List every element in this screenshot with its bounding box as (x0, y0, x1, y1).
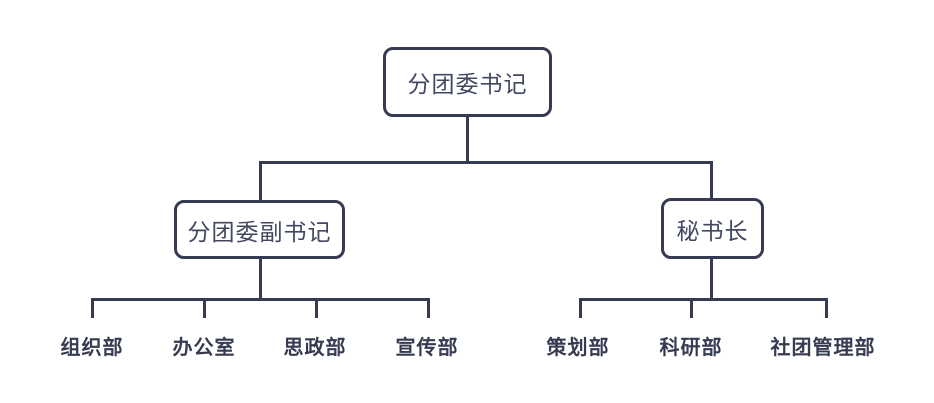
connector-tick-organization-dept (91, 298, 94, 318)
connector-tick-club-management-dept (825, 298, 828, 318)
org-node-secretary-label: 分团委书记 (407, 71, 528, 97)
connector-right-subtree-stem (710, 259, 713, 300)
connector-tick-office (203, 298, 206, 318)
connector-tick-ideology-dept (315, 298, 318, 318)
org-node-secretary-general: 秘书长 (661, 198, 764, 259)
org-node-deputy-secretary-label: 分团委副书记 (187, 218, 332, 245)
org-leaf-publicity-dept: 宣传部 (395, 337, 459, 359)
connector-tick-planning-dept (579, 298, 582, 318)
org-node-deputy-secretary: 分团委副书记 (174, 200, 345, 259)
connector-left-subtree-horizontal (91, 298, 430, 301)
connector-level1-horizontal (259, 161, 713, 164)
org-node-secretary-general-label: 秘书长 (676, 217, 749, 244)
org-leaf-ideology-dept: 思政部 (283, 337, 347, 359)
connector-right-branch-drop (710, 161, 713, 200)
org-node-secretary: 分团委书记 (383, 47, 552, 117)
connector-right-subtree-horizontal (579, 298, 828, 301)
connector-root-stem (466, 117, 469, 164)
org-leaf-organization-dept: 组织部 (60, 337, 124, 359)
connector-tick-research-dept (690, 298, 693, 318)
connector-left-subtree-stem (259, 259, 262, 300)
org-leaf-club-management-dept: 社团管理部 (770, 337, 876, 359)
org-leaf-office: 办公室 (172, 337, 236, 359)
org-leaf-research-dept: 科研部 (659, 337, 723, 359)
org-leaf-planning-dept: 策划部 (546, 337, 610, 359)
connector-tick-publicity-dept (427, 298, 430, 318)
connector-left-branch-drop (259, 161, 262, 200)
